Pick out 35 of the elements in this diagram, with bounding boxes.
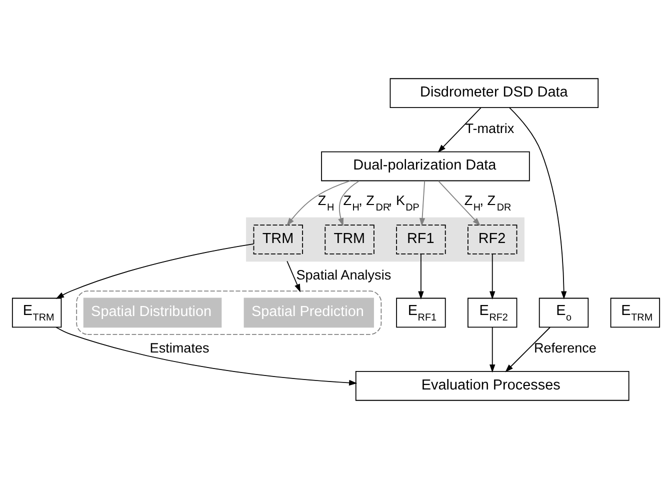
node-box: E$_{o}$ <box>538 297 589 328</box>
node-box: Dual-polarization Data <box>321 150 530 181</box>
arrow <box>418 253 424 299</box>
arrow <box>419 180 426 226</box>
node-box: Evaluation Processes <box>355 370 630 400</box>
node-box: TRM <box>253 224 304 254</box>
arrow <box>505 326 550 372</box>
edge-label: Reference <box>534 340 596 355</box>
node-box: E$_{TRM}$ <box>12 297 62 328</box>
arrow <box>56 242 254 298</box>
edge-label: Z$_{H}$, Z$_{DR}$, K$_{DP}$ <box>343 192 420 214</box>
edge-label: Spatial Analysis <box>296 266 392 282</box>
edge-label: Estimates <box>150 340 210 355</box>
edge-label: Z$_{H}$, Z$_{DR}$ <box>464 192 512 214</box>
arrow <box>490 326 496 372</box>
arrow <box>286 180 351 226</box>
arrow <box>438 106 482 152</box>
node-box: RF1 <box>396 224 446 254</box>
arrow <box>338 180 360 226</box>
node-box: TRM <box>324 224 374 254</box>
edge-label: Z$_{H}$ <box>318 192 334 214</box>
node-box: Spatial Distribution <box>83 297 222 328</box>
node-box: RF2 <box>468 224 518 254</box>
node-box: E$_{TRM}$ <box>610 297 660 328</box>
arrow <box>508 106 567 299</box>
cluster <box>76 290 382 334</box>
arrow <box>490 253 496 299</box>
node-box: Disdrometer DSD Data <box>390 78 599 108</box>
arrow <box>56 326 358 386</box>
arrow <box>438 180 480 226</box>
node-box: E$_{RF2}$ <box>468 297 518 328</box>
edge-label: T-matrix <box>465 120 514 136</box>
node-box: Spatial Prediction <box>244 297 374 328</box>
node-box: E$_{RF1}$ <box>396 297 446 328</box>
arrow <box>286 260 300 292</box>
